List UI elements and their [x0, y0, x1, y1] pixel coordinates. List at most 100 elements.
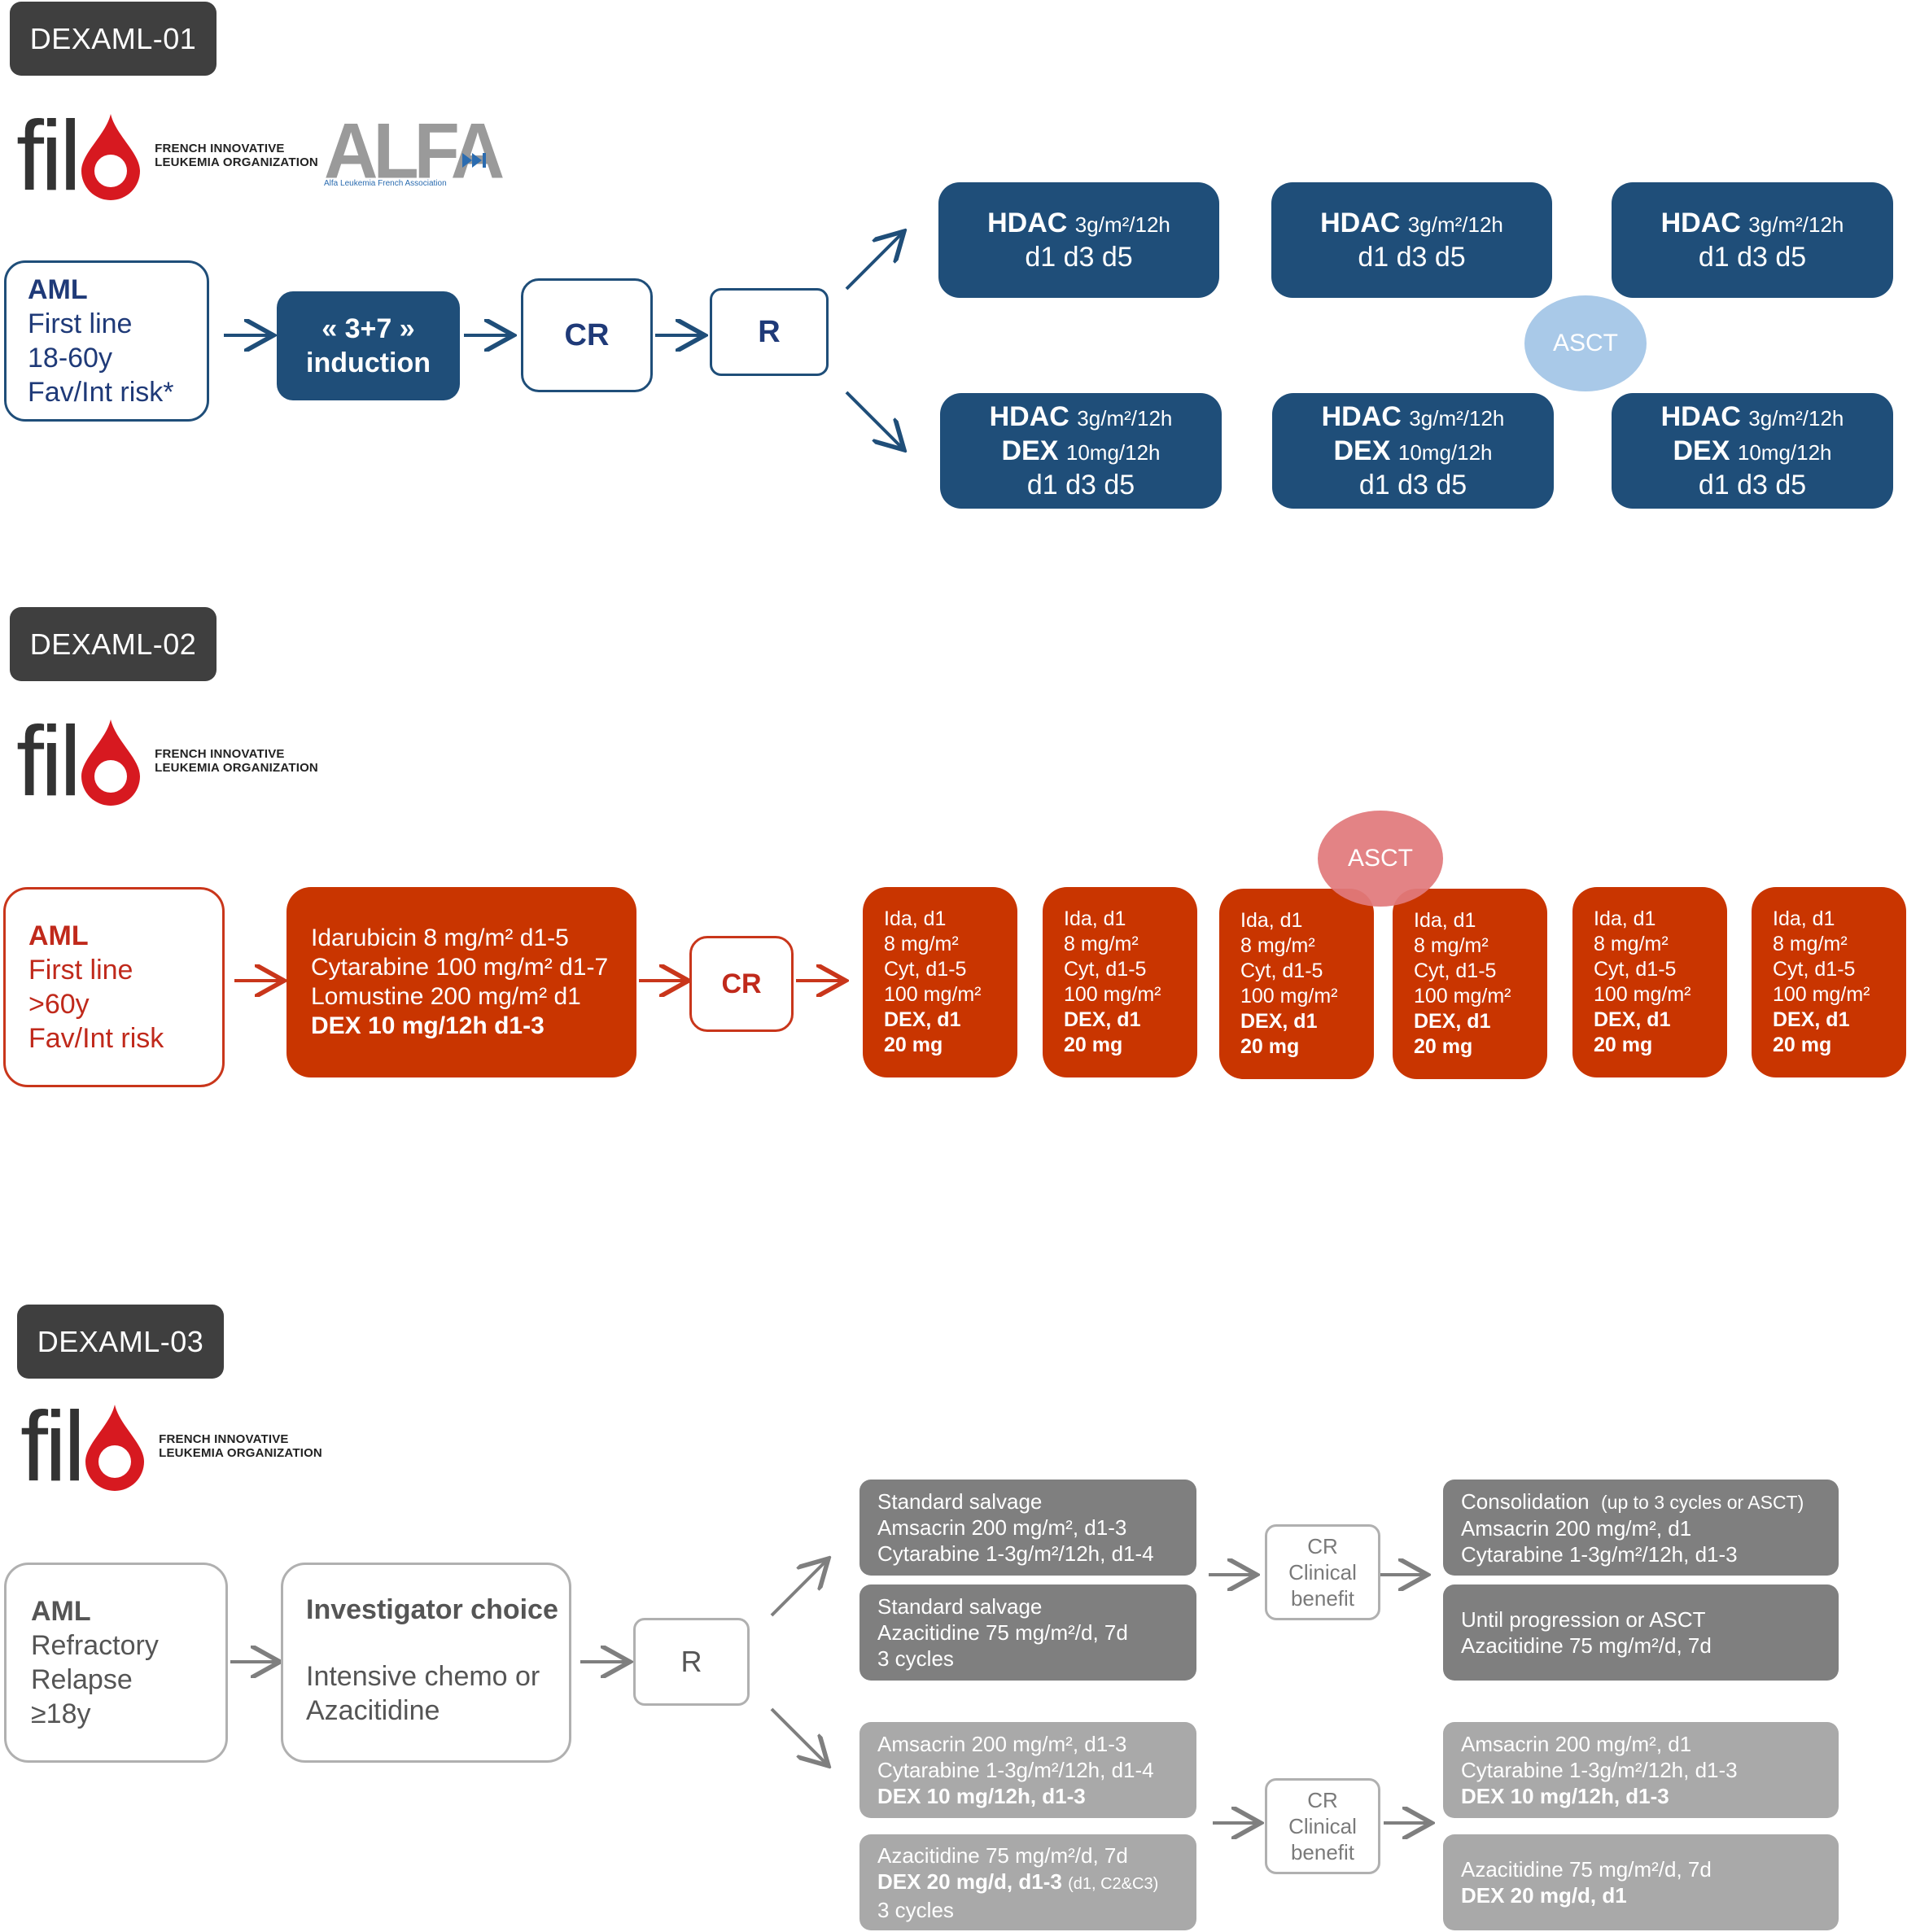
aml-title: AML	[31, 1596, 91, 1627]
section-tag-label: DEXAML-02	[29, 627, 197, 661]
cr-label: CR	[564, 317, 610, 352]
cycle-line-5: DEX, d1	[1594, 1008, 1671, 1031]
cycle-line-4: 100 mg/m²	[884, 983, 982, 1006]
cycle-line-3: Cyt, d1-5	[1594, 958, 1677, 981]
hdac-name: HDAC	[987, 208, 1068, 238]
arrow-r-down-3	[770, 1707, 826, 1764]
hdac-dex-box-2: HDAC 3g/m²/12h DEX 10mg/12h d1 d3 d5	[1272, 393, 1554, 509]
dex-dose: 10mg/12h	[1397, 440, 1493, 465]
consolidation-b-box-1: Amsacrin 200 mg/m², d1 Cytarabine 1-3g/m…	[1443, 1722, 1839, 1818]
consolidation-cycle-5: Ida, d1 8 mg/m² Cyt, d1-5 100 mg/m² DEX,…	[1572, 887, 1727, 1077]
cycle-line-3: Cyt, d1-5	[884, 958, 967, 981]
crcb-line-2: Clinical	[1288, 1560, 1357, 1585]
cycle-line-2: 8 mg/m²	[1064, 933, 1139, 955]
aml-box-1: AML First line 18-60y Fav/Int risk*	[4, 260, 209, 422]
arm-b-box-1: Amsacrin 200 mg/m², d1-3 Cytarabine 1-3g…	[859, 1722, 1196, 1818]
cycle-line-4: 100 mg/m²	[1240, 985, 1338, 1008]
induction-line-1: « 3+7 »	[321, 313, 415, 344]
filo-logo-word: fil	[16, 100, 81, 211]
arm-a1-line-1: Standard salvage	[877, 1489, 1043, 1514]
randomization-label: R	[758, 314, 781, 349]
consolidation-a-box-1: Consolidation (up to 3 cycles or ASCT) A…	[1443, 1480, 1839, 1576]
d1-line-1: Amsacrin 200 mg/m², d1	[1461, 1732, 1692, 1756]
cycle-line-2: 8 mg/m²	[1414, 934, 1489, 957]
cycle-line-6: 20 mg	[1414, 1035, 1473, 1058]
aml-box-3: AML Refractory Relapse ≥18y	[4, 1563, 228, 1763]
asct-ellipse-2: ASCT	[1318, 811, 1443, 907]
aml-line-1: First line	[28, 308, 133, 339]
asct-label: ASCT	[1552, 330, 1618, 356]
c1-line-3: Cytarabine 1-3g/m²/12h, d1-3	[1461, 1541, 1738, 1567]
hdac-box-top-3: HDAC 3g/m²/12h d1 d3 d5	[1612, 182, 1893, 298]
consolidation-cycle-3: Ida, d1 8 mg/m² Cyt, d1-5 100 mg/m² DEX,…	[1219, 889, 1374, 1079]
crcb-line-1: CR	[1307, 1534, 1338, 1558]
arm-a2-line-3: 3 cycles	[877, 1646, 954, 1671]
arm-b2-line-3: 3 cycles	[877, 1897, 954, 1922]
cycle-line-1: Ida, d1	[1414, 909, 1476, 932]
aml-title: AML	[28, 274, 88, 305]
section-tag-dexaml-02: DEXAML-02	[10, 607, 217, 681]
hdac-name: HDAC	[989, 401, 1069, 432]
consolidation-cycle-6: Ida, d1 8 mg/m² Cyt, d1-5 100 mg/m² DEX,…	[1752, 887, 1906, 1077]
alfa-logo-sub: Alfa Leukemia French Association	[324, 179, 447, 188]
arm-a-salvage-box-1: Standard salvage Amsacrin 200 mg/m², d1-…	[859, 1480, 1196, 1576]
arm-a-salvage-box-2: Standard salvage Azacitidine 75 mg/m²/d,…	[859, 1585, 1196, 1681]
dex-dose: 10mg/12h	[1737, 440, 1832, 465]
cycle-line-2: 8 mg/m²	[884, 933, 959, 955]
arrow-r-up-3	[770, 1561, 826, 1617]
arrow-r-up-1	[845, 234, 902, 291]
aml-line-3: ≥18y	[31, 1698, 91, 1729]
cycle-line-6: 20 mg	[1773, 1034, 1832, 1056]
arm-b1-line-2: Cytarabine 1-3g/m²/12h, d1-4	[877, 1758, 1154, 1782]
filo-drop-icon	[85, 1405, 145, 1491]
arm-b2-line-1: Azacitidine 75 mg/m²/d, 7d	[877, 1842, 1128, 1868]
hdac-box-top-2: HDAC 3g/m²/12h d1 d3 d5	[1271, 182, 1552, 298]
arm-a2-line-2: Azacitidine 75 mg/m²/d, 7d	[877, 1620, 1128, 1645]
filo-sub-line-2: LEUKEMIA ORGANIZATION	[155, 761, 318, 775]
dex-name: DEX	[1001, 435, 1059, 466]
hdac-dex-box-3: HDAC 3g/m²/12h DEX 10mg/12h d1 d3 d5	[1612, 393, 1893, 509]
asct-label: ASCT	[1347, 845, 1413, 872]
hdac-name: HDAC	[1660, 208, 1741, 238]
cycle-line-3: Cyt, d1-5	[1773, 958, 1856, 981]
cycle-line-2: 8 mg/m²	[1594, 933, 1669, 955]
hdac-days: d1 d3 d5	[1358, 242, 1466, 273]
c2-line-2: Azacitidine 75 mg/m²/d, 7d	[1461, 1633, 1712, 1658]
hdac-name: HDAC	[1660, 401, 1741, 432]
crcb-line-1: CR	[1307, 1788, 1338, 1812]
cr-label: CR	[721, 968, 762, 999]
arm-b1-line-1: Amsacrin 200 mg/m², d1-3	[877, 1732, 1127, 1756]
section-tag-dexaml-01: DEXAML-01	[10, 2, 217, 76]
induction-line-1: Idarubicin 8 mg/m² d1-5	[311, 924, 569, 951]
investigator-title: Investigator choice	[306, 1594, 558, 1625]
arm-b1-line-3: DEX 10 mg/12h, d1-3	[877, 1784, 1086, 1808]
cycle-line-1: Ida, d1	[1240, 909, 1303, 932]
cycle-line-5: DEX, d1	[1240, 1010, 1318, 1033]
cycle-line-3: Cyt, d1-5	[1414, 959, 1497, 982]
cycle-line-4: 100 mg/m²	[1064, 983, 1161, 1006]
cycle-line-4: 100 mg/m²	[1594, 983, 1691, 1006]
arrow-r-down-1	[845, 391, 902, 448]
cycle-line-1: Ida, d1	[884, 907, 947, 930]
induction-line-3: Lomustine 200 mg/m² d1	[311, 983, 581, 1010]
dex-name: DEX	[1333, 435, 1391, 466]
cycle-line-5: DEX, d1	[1773, 1008, 1850, 1031]
consolidation-a-box-2: Until progression or ASCT Azacitidine 75…	[1443, 1585, 1839, 1681]
aml-line-2: >60y	[28, 989, 90, 1020]
induction-box-2: Idarubicin 8 mg/m² d1-5 Cytarabine 100 m…	[286, 887, 636, 1077]
induction-box-1: « 3+7 » induction	[277, 291, 460, 400]
filo-drop-icon	[81, 719, 141, 806]
crcb-line-2: Clinical	[1288, 1814, 1357, 1838]
c1-line-2: Amsacrin 200 mg/m², d1	[1461, 1515, 1692, 1541]
hdac-days: d1 d3 d5	[1026, 470, 1135, 500]
cycle-line-5: DEX, d1	[1064, 1008, 1141, 1031]
hdac-name: HDAC	[1321, 401, 1402, 432]
cycle-line-1: Ida, d1	[1594, 907, 1656, 930]
dex-dose: 10mg/12h	[1065, 440, 1161, 465]
arm-a1-line-3: Cytarabine 1-3g/m²/12h, d1-4	[877, 1541, 1154, 1566]
consolidation-cycle-4: Ida, d1 8 mg/m² Cyt, d1-5 100 mg/m² DEX,…	[1393, 889, 1547, 1079]
aml-title: AML	[28, 920, 89, 951]
cycle-line-5: DEX, d1	[884, 1008, 961, 1031]
